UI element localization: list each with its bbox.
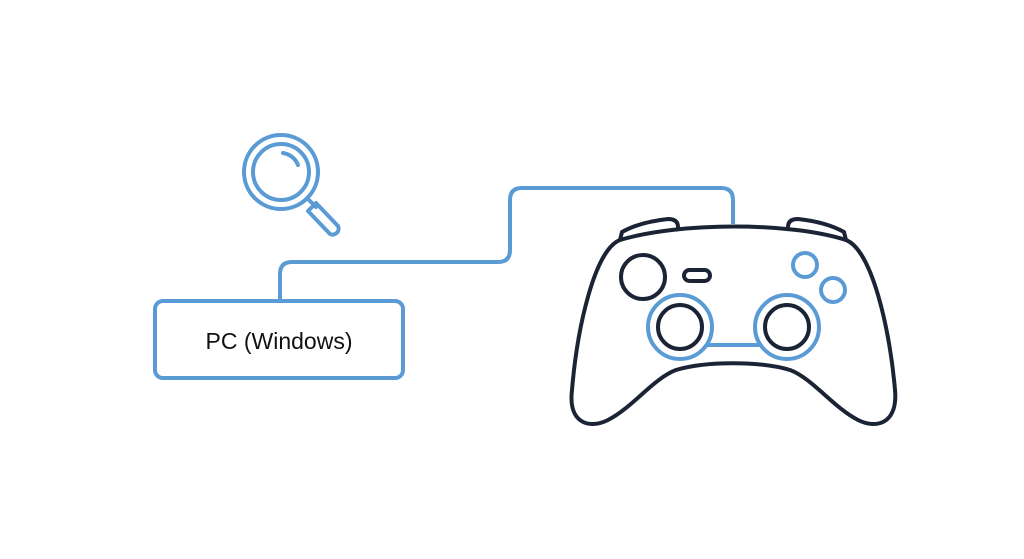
magnifying-glass-icon <box>242 133 341 237</box>
gamepad-icon <box>569 217 898 426</box>
right-stick <box>763 303 811 351</box>
controller-body <box>569 224 898 426</box>
pc-label: PC (Windows) <box>206 328 353 354</box>
right-stick-ring <box>753 293 821 361</box>
face-button-1 <box>791 251 819 279</box>
face-button-2 <box>819 276 847 304</box>
left-stick-ring <box>646 293 714 361</box>
right-bumper <box>786 217 848 242</box>
menu-button <box>682 268 712 283</box>
pc-box: PC (Windows) <box>153 299 405 380</box>
dpad-circle <box>619 253 667 301</box>
left-bumper <box>618 217 680 242</box>
left-stick <box>656 303 704 351</box>
cable <box>278 186 735 301</box>
